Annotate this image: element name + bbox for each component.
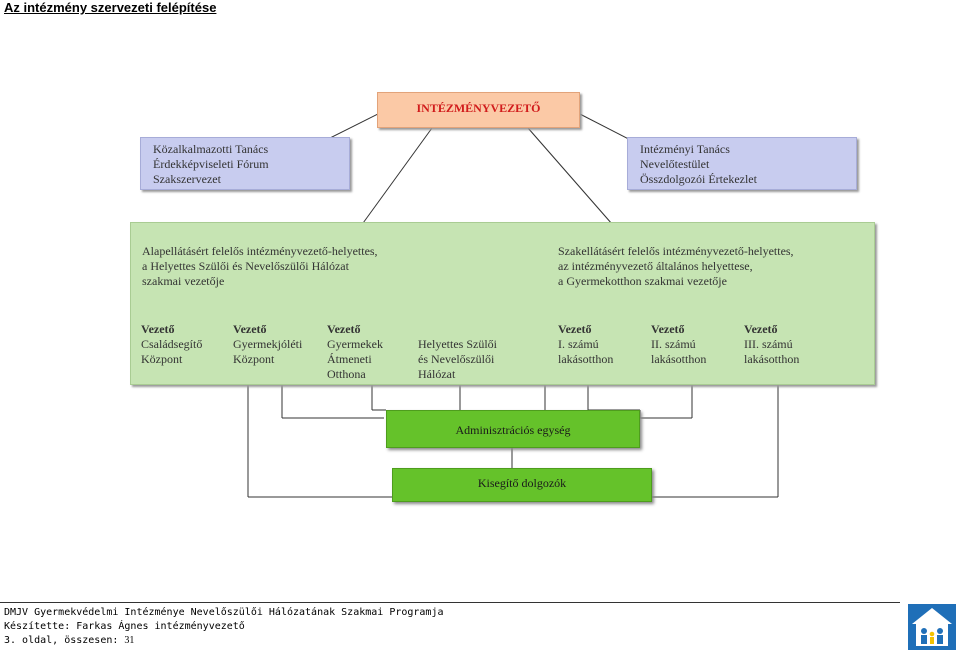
employee-bodies-box: Közalkalmazotti Tanács Érdekképviseleti … — [140, 137, 350, 190]
unit-line: Központ — [141, 352, 183, 366]
page-title: Az intézmény szervezeti felépítése — [4, 0, 217, 15]
deputy-line: szakmai vezetője — [142, 274, 225, 288]
body-line: Szakszervezet — [153, 172, 221, 186]
unit-line: I. számú — [558, 337, 599, 351]
unit-line: és Nevelőszülői — [418, 352, 495, 366]
unit-group-home-3: Vezető III. számú lakásotthon — [744, 322, 824, 382]
director-box: INTÉZMÉNYVEZETŐ — [377, 92, 580, 128]
institution-bodies-box: Intézményi Tanács Nevelőtestület Összdol… — [627, 137, 857, 190]
unit-line: Átmeneti — [327, 352, 372, 366]
footer-page: 3. oldal, összesen: 31 — [4, 635, 134, 646]
unit-line: III. számú — [744, 337, 793, 351]
deputy-line: Alapellátásért felelős intézményvezető-h… — [142, 244, 378, 258]
unit-head: Vezető — [327, 322, 361, 336]
footer-program: DMJV Gyermekvédelmi Intézménye Nevelőszü… — [4, 607, 444, 618]
body-line: Érdekképviseleti Fórum — [153, 157, 269, 171]
unit-head: Vezető — [558, 322, 592, 336]
unit-line: Gyermekek — [327, 337, 383, 351]
unit-foster-network: Helyettes Szülői és Nevelőszülői Hálózat — [418, 322, 518, 380]
deputy-basic-care: Alapellátásért felelős intézményvezető-h… — [142, 244, 412, 294]
body-line: Nevelőtestület — [640, 157, 710, 171]
unit-group-home-2: Vezető II. számú lakásotthon — [651, 322, 731, 382]
unit-temporary-home: Vezető Gyermekek Átmeneti Otthona — [327, 322, 407, 380]
deputy-line: az intézményvezető általános helyettese, — [558, 259, 753, 273]
unit-line: Hálózat — [418, 367, 456, 380]
unit-head: Vezető — [744, 322, 778, 336]
helpers-label: Kisegítő dolgozók — [477, 476, 567, 490]
institution-logo — [908, 604, 956, 650]
unit-family-support: Vezető Családsegítő Központ — [141, 322, 231, 382]
unit-head — [418, 322, 518, 337]
footer-rule — [0, 602, 900, 603]
helpers-box: Kisegítő dolgozók — [392, 468, 652, 502]
unit-line: Központ — [233, 352, 275, 366]
deputies-panel — [130, 222, 875, 385]
unit-line: lakásotthon — [558, 352, 614, 366]
unit-group-home-1: Vezető I. számú lakásotthon — [558, 322, 638, 382]
admin-unit-label: Adminisztrációs egység — [455, 423, 571, 437]
admin-unit-box: Adminisztrációs egység — [386, 410, 640, 448]
unit-line: lakásotthon — [651, 352, 707, 366]
footer-author: Készítette: Farkas Ágnes intézményvezető — [4, 621, 245, 632]
deputy-line: a Helyettes Szülői és Nevelőszülői Hálóz… — [142, 259, 349, 273]
unit-child-welfare: Vezető Gyermekjóléti Központ — [233, 322, 323, 382]
page-total: 31 — [124, 635, 135, 646]
director-title: INTÉZMÉNYVEZETŐ — [416, 101, 541, 115]
unit-head: Vezető — [233, 322, 267, 336]
unit-line: Otthona — [327, 367, 366, 380]
unit-line: Gyermekjóléti — [233, 337, 303, 351]
unit-line: Helyettes Szülői — [418, 337, 497, 351]
deputy-line: Szakellátásért felelős intézményvezető-h… — [558, 244, 794, 258]
body-line: Összdolgozói Értekezlet — [640, 172, 757, 186]
unit-line: II. számú — [651, 337, 696, 351]
deputy-line: a Gyermekotthon szakmai vezetője — [558, 274, 727, 288]
unit-head: Vezető — [651, 322, 685, 336]
page-prefix: 3. oldal, összesen: — [4, 635, 125, 646]
body-line: Intézményi Tanács — [640, 142, 730, 156]
unit-line: lakásotthon — [744, 352, 800, 366]
unit-head: Vezető — [141, 322, 175, 336]
body-line: Közalkalmazotti Tanács — [153, 142, 269, 156]
unit-line: Családsegítő — [141, 337, 203, 351]
deputy-special-care: Szakellátásért felelős intézményvezető-h… — [558, 244, 848, 294]
